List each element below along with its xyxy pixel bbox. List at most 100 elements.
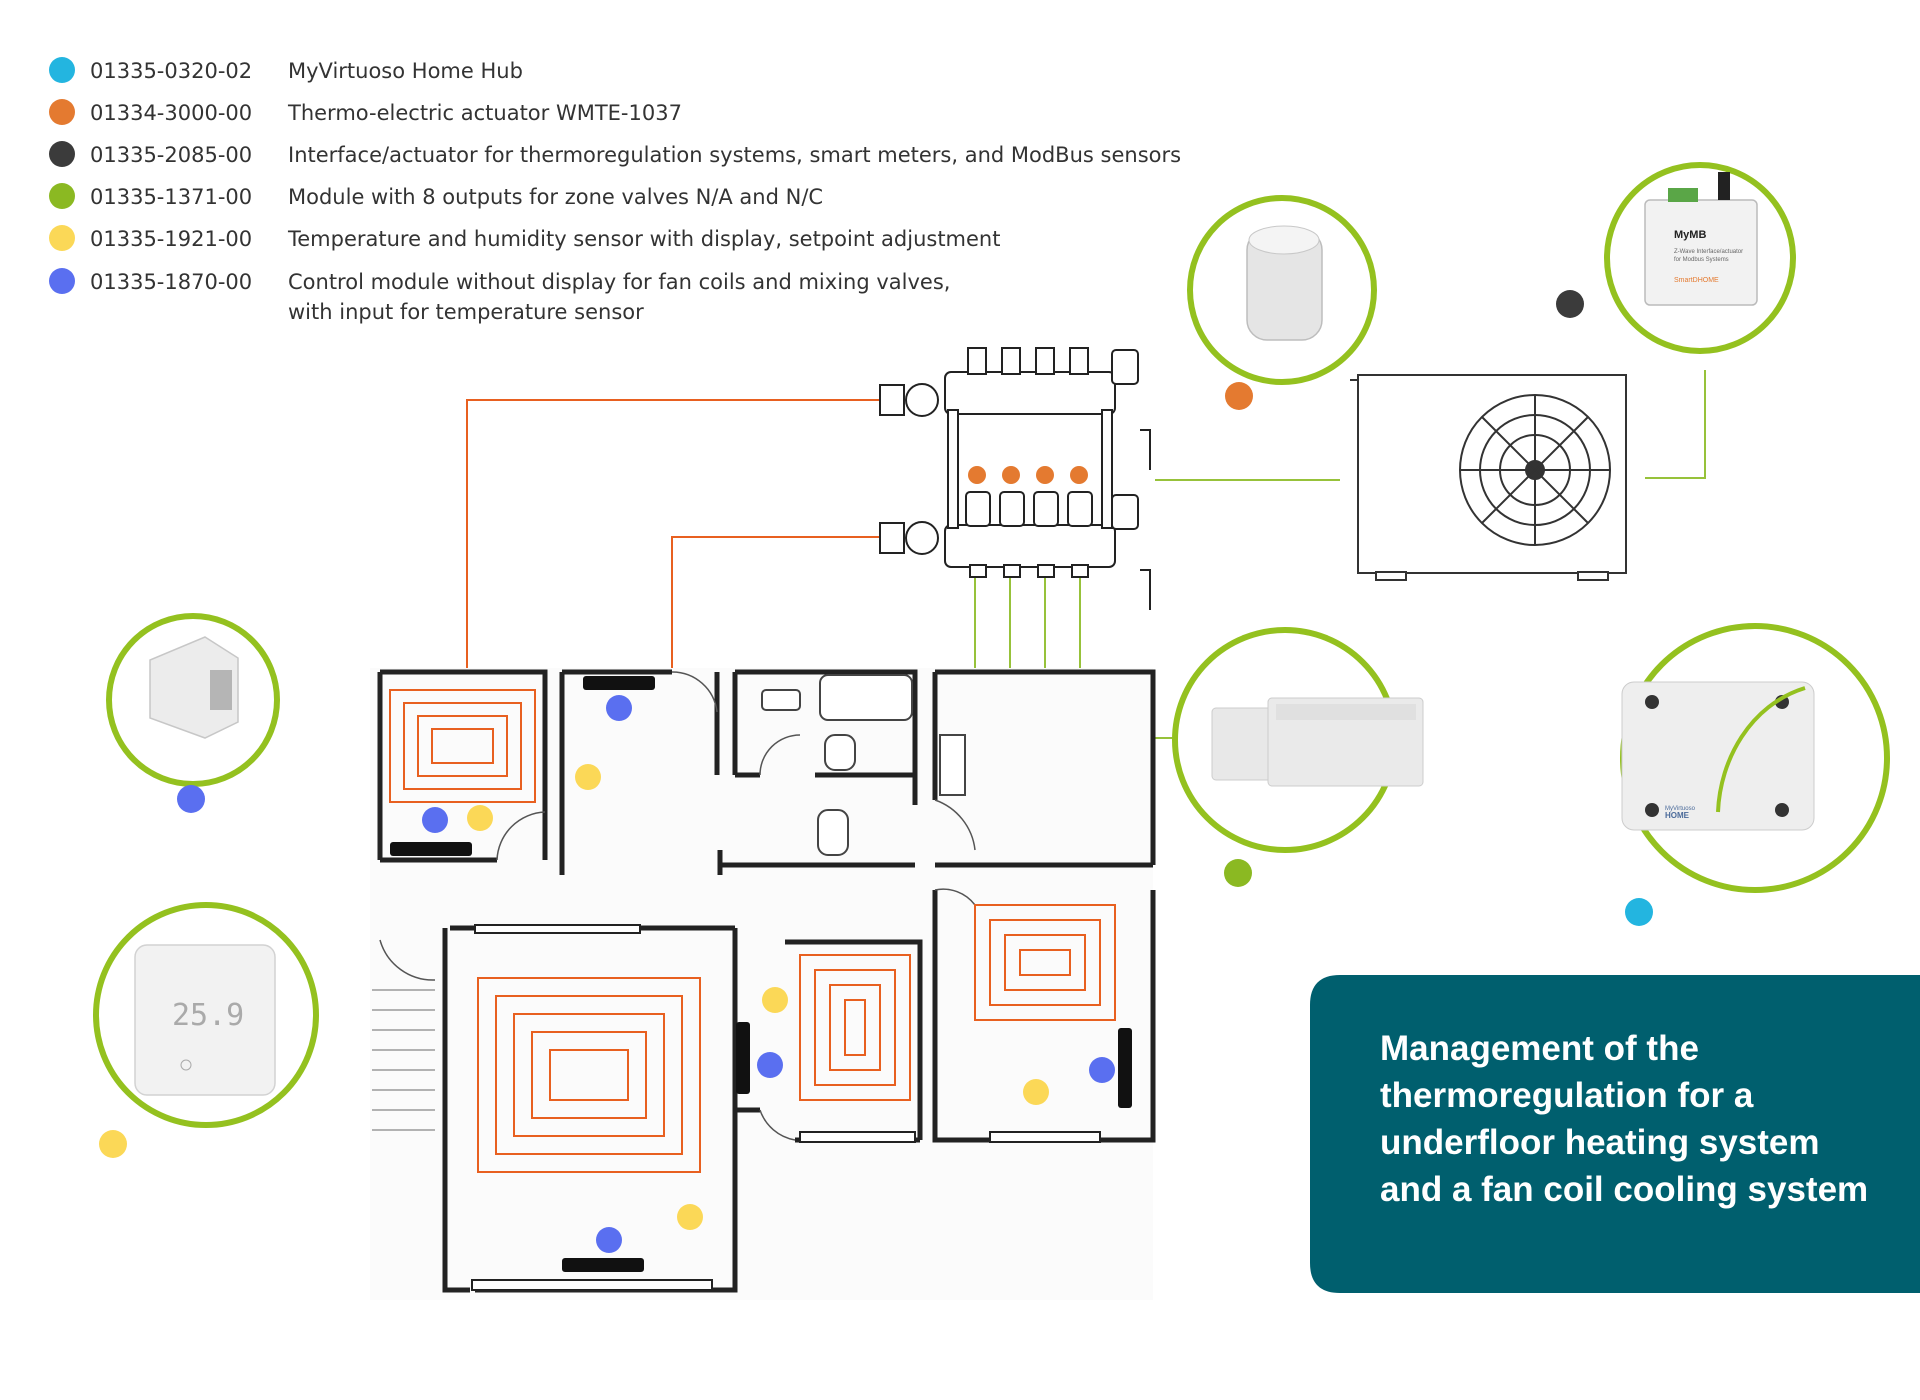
door-arc <box>759 734 801 776</box>
control-module-terminals <box>210 670 232 710</box>
thermostat-device-icon: 25.9 <box>93 902 319 1158</box>
window <box>989 1131 1101 1143</box>
legend-desc-actuator: Thermo-electric actuator WMTE-1037 <box>287 101 682 125</box>
floor-plan-bg <box>370 668 1153 1300</box>
fan-foot-left <box>1375 571 1407 581</box>
marker-sensor <box>1023 1079 1049 1105</box>
fan-coil-unit <box>736 1022 750 1094</box>
hub-body <box>1621 681 1815 831</box>
windows <box>471 924 1101 1291</box>
inlet-gauge-bottom <box>905 521 939 555</box>
legend-code-control: 01335-1870-00 <box>90 270 252 294</box>
manifold-bottom-bar <box>944 524 1116 568</box>
legend-code-actuator: 01334-3000-00 <box>90 101 252 125</box>
washer <box>939 734 966 796</box>
control-module-device <box>106 613 280 813</box>
legend-desc-sensor: Temperature and humidity sensor with dis… <box>287 227 1000 251</box>
legend-desc-module: Module with 8 outputs for zone valves N/… <box>288 185 823 209</box>
wall <box>735 669 918 805</box>
marker-sensor <box>575 764 601 790</box>
fan-coil-unit <box>390 842 472 856</box>
manifold-air-vent-bottom <box>1111 494 1139 530</box>
device-dot-module <box>1224 859 1252 887</box>
legend-item-hub: 01335-0320-02 MyVirtuoso Home Hub <box>49 57 523 83</box>
manifold-valve <box>1035 347 1055 375</box>
legend-dot-hub <box>49 57 75 83</box>
door-arc <box>496 811 546 861</box>
manifold-outlet <box>1003 564 1021 578</box>
fan-coil-unit <box>562 1258 644 1272</box>
caption-line-4: and a fan coil cooling system <box>1380 1170 1868 1209</box>
legend-desc-interface: Interface/actuator for thermoregulation … <box>288 143 1181 167</box>
fan-housing <box>1357 374 1627 574</box>
manifold-outlet <box>1037 564 1055 578</box>
actuator-device-icon <box>1187 195 1377 410</box>
manifold-valve <box>967 347 987 375</box>
manifold-valve <box>1069 347 1089 375</box>
fan-spoke <box>1481 416 1589 524</box>
inlet-gauge-top <box>905 383 939 417</box>
hub-leaf-curve <box>1716 686 1806 813</box>
manifold-outlet <box>969 564 987 578</box>
bathtub <box>819 674 913 721</box>
thermostat-body <box>134 944 276 1096</box>
caption-line-1: Management of the <box>1380 1029 1699 1068</box>
window <box>474 924 641 934</box>
manifold-icon <box>879 347 1151 610</box>
legend-item-control: 01335-1870-00 Control module without dis… <box>49 268 950 324</box>
window <box>799 1131 916 1143</box>
mymb-antenna <box>1718 172 1730 200</box>
device-dot-control <box>177 785 205 813</box>
window <box>471 1279 713 1291</box>
legend-desc-control: Control module without display for fan c… <box>288 270 950 294</box>
underfloor-coils <box>389 689 1116 1173</box>
stairs <box>372 989 435 1131</box>
sink <box>761 689 801 711</box>
legend-dot-module <box>49 183 75 209</box>
legend-item-interface: 01335-2085-00 Interface/actuator for the… <box>49 141 1181 167</box>
plan-markers <box>422 695 1115 1253</box>
legend-dot-sensor <box>49 225 75 251</box>
drain-bottom <box>1140 569 1151 610</box>
manifold-actuator-dots <box>968 466 1088 484</box>
door-arc <box>671 671 718 713</box>
legend-desc-hub: MyVirtuoso Home Hub <box>288 59 523 83</box>
marker-sensor <box>677 1204 703 1230</box>
wire-fan-mymb <box>1645 370 1706 479</box>
mymb-subtitle-2: for Modbus Systems <box>1674 257 1729 263</box>
inlet-valve-top <box>879 384 905 416</box>
manifold-rail-right <box>1101 409 1113 529</box>
marker-control <box>596 1227 622 1253</box>
legend-item-sensor: 01335-1921-00 Temperature and humidity s… <box>49 225 1000 251</box>
mymb-subtitle-1: Z-Wave Interface/actuator <box>1674 249 1743 255</box>
marker-control <box>1089 1057 1115 1083</box>
manifold-actuator <box>1067 491 1093 527</box>
mymb-terminal <box>1668 188 1698 202</box>
legend-desc-control-line2: with input for temperature sensor <box>288 300 644 324</box>
heating-coil-living-room <box>477 977 701 1173</box>
hub-device: MyVirtuoso HOME <box>1620 623 1890 926</box>
manifold-actuator <box>999 491 1025 527</box>
toilet <box>824 734 856 771</box>
device-dot-hub <box>1625 898 1653 926</box>
wall <box>785 939 923 1140</box>
pipe-supply-top <box>454 399 880 679</box>
heating-coil-bedroom-nw <box>389 689 536 803</box>
hub-screw <box>1645 695 1659 709</box>
fan-coil-unit <box>1118 1028 1132 1108</box>
legend-code-interface: 01335-2085-00 <box>90 143 252 167</box>
manifold-valve <box>1001 347 1021 375</box>
wall <box>710 928 738 1293</box>
wall <box>935 669 1156 865</box>
control-module-box <box>149 636 239 739</box>
manifold-outlet <box>1071 564 1089 578</box>
toilet-2 <box>817 809 849 856</box>
legend-code-sensor: 01335-1921-00 <box>90 227 252 251</box>
legend: 01335-0320-02 MyVirtuoso Home Hub 01334-… <box>49 57 1181 324</box>
thermostat-reading: 25.9 <box>172 998 244 1033</box>
legend-item-actuator: 01334-3000-00 Thermo-electric actuator W… <box>49 99 682 125</box>
wall <box>380 669 548 860</box>
mymb-brand: SmartDHOME <box>1674 277 1719 284</box>
fan-coil-unit <box>583 676 655 690</box>
